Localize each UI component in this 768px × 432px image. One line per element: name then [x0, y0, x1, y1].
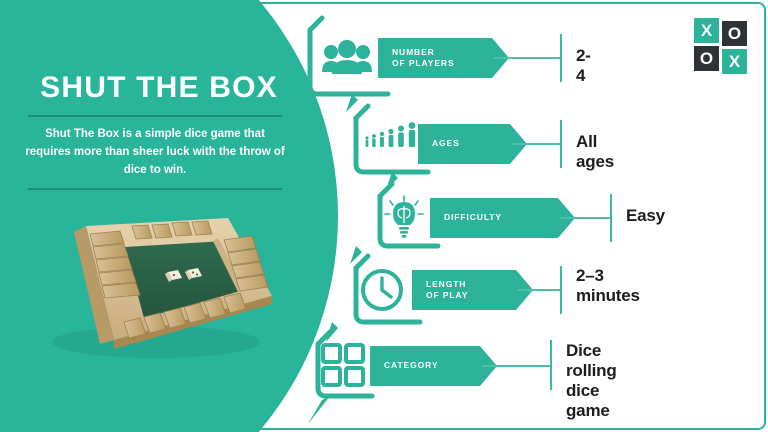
- title-divider-top: [28, 115, 282, 117]
- value-divider-4: [560, 266, 562, 314]
- logo-cell-bottom-left: O: [694, 46, 719, 71]
- label-tag-number-of-players: NUMBER OF PLAYERS: [378, 38, 509, 78]
- connector-line-3: [560, 217, 610, 219]
- page-title: SHUT THE BOX: [40, 71, 278, 104]
- value-number-of-players: 2-4: [576, 46, 591, 86]
- label-tag-ages: AGES: [418, 124, 527, 164]
- value-length-of-play: 2–3 minutes: [576, 266, 640, 306]
- value-divider-5: [550, 340, 552, 390]
- connector-line-4: [518, 289, 560, 291]
- shut-the-box-board-illustration: [52, 218, 272, 358]
- dice: [165, 268, 202, 282]
- people-heights-icon: [364, 120, 422, 153]
- title-divider-bottom: [28, 188, 282, 190]
- connector-line-5: [482, 365, 550, 367]
- label-tag-category: CATEGORY: [370, 346, 497, 386]
- value-divider-1: [560, 34, 562, 82]
- grid-squares-icon: [320, 342, 366, 393]
- connector-line-1: [494, 57, 560, 59]
- tic-tac-toe-logo[interactable]: X O O X: [694, 18, 750, 74]
- logo-cell-top-left: X: [694, 18, 719, 43]
- label-tag-difficulty: DIFFICULTY: [430, 198, 575, 238]
- clock-icon: [358, 266, 406, 319]
- product-photo: [28, 210, 280, 360]
- left-panel: SHUT THE BOX Shut The Box is a simple di…: [0, 0, 310, 432]
- group-of-people-icon: [322, 38, 372, 81]
- value-divider-2: [560, 120, 562, 168]
- page-subtitle: Shut The Box is a simple dice game that …: [25, 128, 285, 176]
- value-category: Dice rolling dice game: [566, 341, 617, 421]
- logo-cell-bottom-right: X: [722, 49, 747, 74]
- connector-line-2: [512, 143, 560, 145]
- lightbulb-brain-icon: [382, 194, 426, 245]
- teal-background-circle: [0, 0, 338, 432]
- logo-cell-top-right: O: [722, 21, 747, 46]
- value-ages: All ages: [576, 132, 614, 172]
- value-difficulty: Easy: [626, 206, 665, 225]
- value-divider-3: [610, 194, 612, 242]
